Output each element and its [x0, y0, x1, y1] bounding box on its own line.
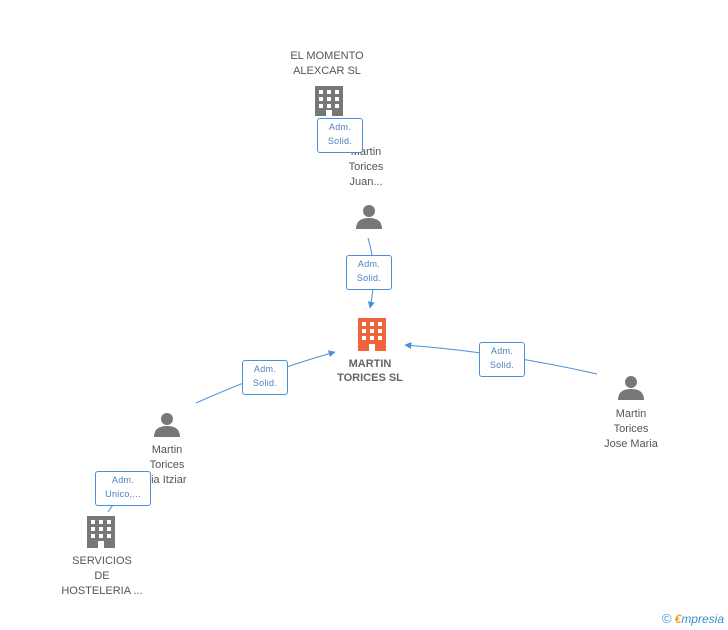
node-label-itziar[interactable]: Martin Torices ria Itziar [147, 444, 187, 486]
relation-badge[interactable]: Adm.Solid. [317, 118, 363, 153]
node-label-servicios[interactable]: SERVICIOS DE HOSTELERIA ... [61, 555, 143, 597]
building-icon[interactable] [315, 86, 343, 116]
relation-badge[interactable]: Adm.Solid. [242, 360, 288, 395]
node-label-jose-maria[interactable]: Martin Torices Jose Maria [604, 408, 658, 450]
node-label-el-momento[interactable]: EL MOMENTO ALEXCAR SL [290, 50, 364, 77]
person-icon[interactable] [154, 413, 180, 437]
relation-badge[interactable]: Adm.Solid. [479, 342, 525, 377]
relation-badge[interactable]: Adm.Unico,... [95, 471, 151, 506]
building-icon[interactable] [87, 516, 115, 548]
person-icon[interactable] [618, 376, 644, 400]
person-icon[interactable] [356, 205, 382, 229]
node-label-center[interactable]: MARTIN TORICES SL [337, 358, 403, 384]
building-focus-icon[interactable] [358, 318, 386, 351]
brand-footer[interactable]: ©€mpresia [662, 611, 724, 626]
brand-logo-text: mpresia [681, 612, 724, 626]
relation-badge[interactable]: Adm.Solid. [346, 255, 392, 290]
copyright-icon: © [662, 611, 672, 626]
brand-logo-letter: € [674, 612, 682, 626]
